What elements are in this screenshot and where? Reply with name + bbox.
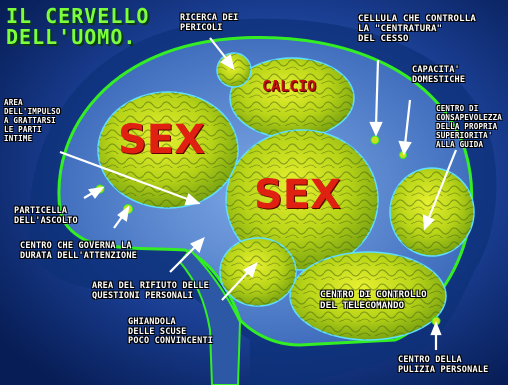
region-telecomando: CENTRO DI CONTROLLO DEL TELECOMANDO [320,290,427,312]
region-sex-center: SEX [254,172,341,218]
label-capacita-domestiche: CAPACITA' DOMESTICHE [412,66,465,85]
region-calcio: CALCIO [262,77,316,95]
label-consapevolezza-guida: CENTRO DI CONSAPEVOLEZZA DELLA PROPRIA S… [436,104,502,149]
label-ricerca-pericoli: RICERCA DEI PERICOLI [180,14,239,33]
region-sex-frontal: SEX [118,117,205,163]
label-durata-attenzione: CENTRO CHE GOVERNA LA DURATA DELL'ATTENZ… [20,242,137,261]
label-cellula-centratura: CELLULA CHE CONTROLLA LA "CENTRATURA" DE… [358,14,476,44]
label-rifiuto-questioni: AREA DEL RIFIUTO DELLE QUESTIONI PERSONA… [92,282,209,301]
label-ghiandola-scuse: GHIANDOLA DELLE SCUSE POCO CONVINCENTI [128,318,213,347]
label-pulizia-personale: CENTRO DELLA PULIZIA PERSONALE [398,356,488,375]
label-particella-ascolto: PARTICELLA DELL'ASCOLTO [14,207,78,226]
label-impulso-grattarsi: AREA DELL'IMPULSO A GRATTARSI LE PARTI I… [4,98,61,143]
page-title: IL CERVELLO DELL'UOMO. [6,6,149,48]
